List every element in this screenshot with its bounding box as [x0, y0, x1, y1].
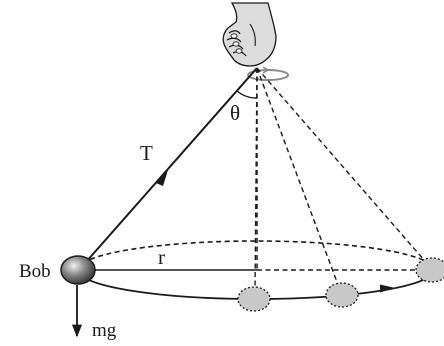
tension-arrow	[156, 170, 168, 186]
ghost-bob-1	[237, 286, 271, 312]
bob-label: Bob	[19, 261, 51, 282]
angle-label: θ	[230, 101, 240, 125]
hand-icon	[222, 2, 277, 67]
string-ghost-3	[256, 67, 432, 269]
tension-label: T	[140, 141, 153, 165]
pivot-rotation-arrow	[247, 66, 289, 81]
string-ghost-1	[254, 67, 258, 293]
ghost-bob-3	[415, 257, 444, 283]
string-ghost-2	[256, 67, 341, 291]
string	[85, 67, 258, 263]
ghost-bob-2	[325, 282, 359, 308]
radius-label: r	[158, 245, 165, 269]
bob	[60, 255, 96, 285]
angle-arc	[236, 90, 258, 99]
weight-label: mg	[92, 320, 117, 341]
